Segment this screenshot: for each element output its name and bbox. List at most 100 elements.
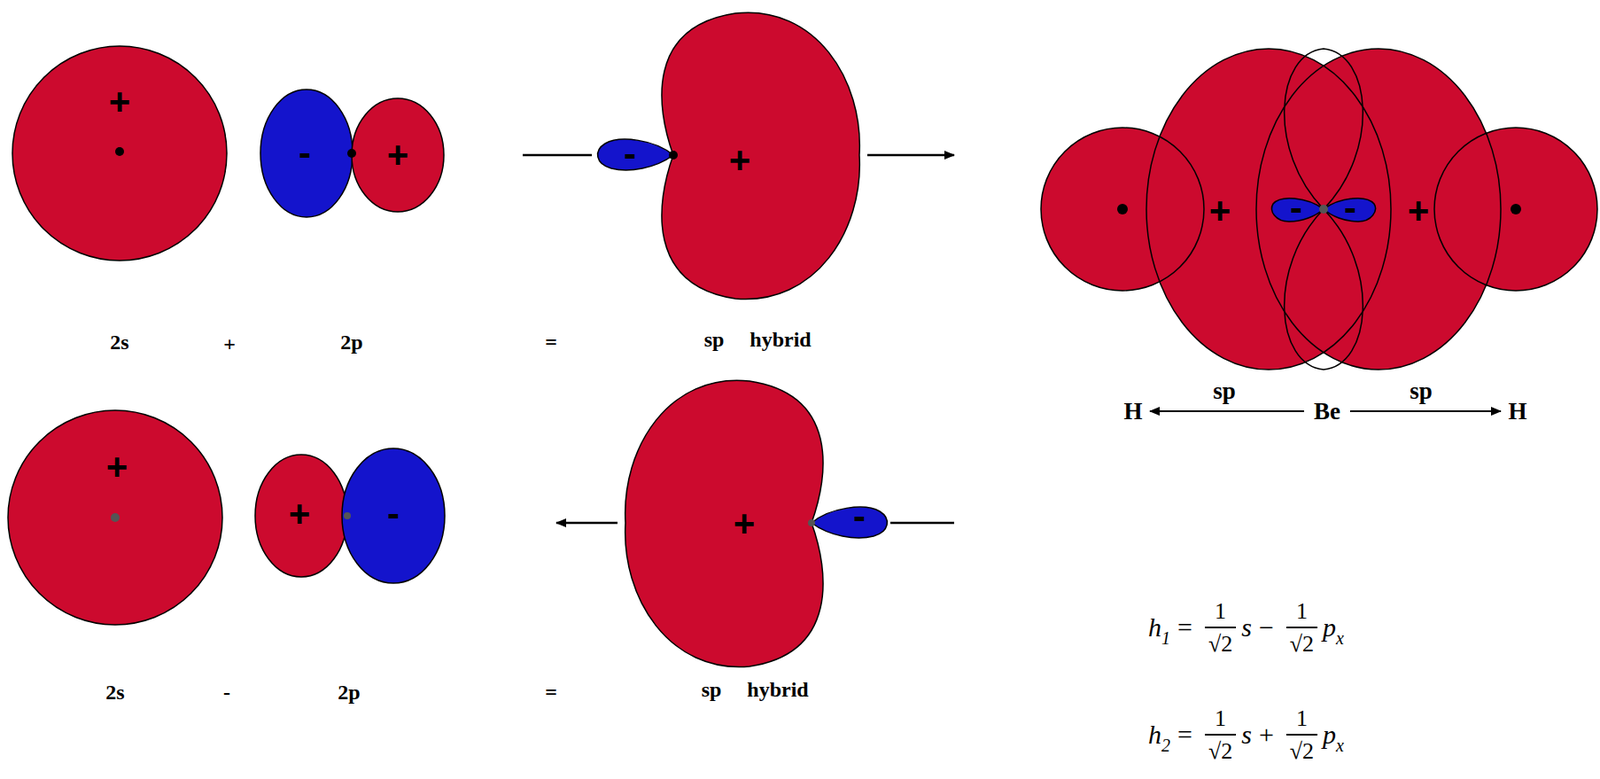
- math-operator: =: [1177, 612, 1193, 643]
- nucleus-dot: [343, 512, 351, 520]
- hybrid-equation: h1=1√2s−1√2px: [1148, 598, 1344, 658]
- phase-sign: +: [288, 495, 311, 533]
- fraction: 1√2: [1204, 705, 1236, 765]
- sp-lobe-outline: [1256, 48, 1501, 370]
- numerator: 1: [1292, 705, 1312, 734]
- phase-sign: +: [729, 141, 752, 179]
- sp-hybrid-orbital: [625, 380, 888, 667]
- orbital-name: 2s: [109, 331, 129, 353]
- p-lobe-negative: [260, 89, 353, 218]
- phase-sign: +: [108, 83, 132, 121]
- denominator: √2: [1204, 626, 1236, 658]
- p-lobe-positive: [255, 454, 348, 577]
- orbital-name: sp: [1212, 379, 1236, 404]
- symbol-group: px: [1322, 719, 1344, 750]
- nucleus-dot: [1319, 204, 1329, 214]
- bond-arrow: [1149, 410, 1305, 412]
- numerator: 1: [1292, 598, 1312, 627]
- sp-hybrid-orbital: [598, 12, 861, 299]
- sp-lobe: [1256, 48, 1501, 370]
- denominator: √2: [1286, 626, 1318, 658]
- symbol-group: px: [1322, 612, 1344, 643]
- s-orbital: [12, 46, 227, 261]
- math-symbol: p: [1322, 612, 1336, 642]
- operator: =: [544, 681, 558, 703]
- phase-sign: -: [1343, 189, 1357, 227]
- beh2-outlines: [1040, 48, 1598, 370]
- sp-lobe-outline: [1146, 48, 1391, 370]
- direction-arrow: [556, 521, 618, 525]
- s-orbital: [7, 410, 223, 625]
- operator: =: [544, 331, 558, 353]
- math-subscript: 1: [1161, 628, 1171, 648]
- phase-sign: +: [733, 504, 756, 543]
- hybrid-small-lobe: [811, 506, 887, 538]
- numerator: 1: [1211, 598, 1230, 627]
- phase-sign: -: [853, 497, 866, 536]
- p-lobe-negative: [341, 448, 445, 583]
- lens-outline: [1284, 209, 1364, 370]
- direction-arrow: [867, 154, 955, 157]
- axis-line: [890, 521, 955, 525]
- atom-label: H: [1123, 399, 1142, 424]
- orbital-name: sp: [701, 678, 723, 700]
- nucleus-dot: [110, 512, 120, 522]
- p-lobe-positive: [351, 98, 444, 212]
- math-symbol: p: [1322, 719, 1336, 749]
- fraction: 1√2: [1286, 598, 1318, 658]
- math-symbol: s: [1241, 719, 1252, 750]
- math-operator: −: [1258, 612, 1274, 643]
- symbol-group: h2: [1148, 719, 1171, 750]
- orbital-name: hybrid: [746, 678, 808, 700]
- phase-sign: -: [623, 135, 637, 173]
- math-subscript: x: [1335, 628, 1344, 648]
- denominator: √2: [1286, 733, 1318, 765]
- nucleus-dot: [347, 148, 357, 158]
- math-operator: +: [1258, 719, 1274, 750]
- orbital-name: sp: [704, 328, 725, 350]
- beh2-fills: [1040, 48, 1598, 370]
- nucleus-dot: [807, 519, 816, 527]
- fraction: 1√2: [1286, 705, 1318, 765]
- h-1s-outline: [1040, 127, 1204, 291]
- orbital-name: 2p: [337, 681, 360, 703]
- math-subscript: x: [1335, 735, 1344, 755]
- bond-arrow: [1350, 410, 1501, 412]
- operator: +: [223, 333, 236, 355]
- fraction: 1√2: [1204, 598, 1236, 658]
- hybrid-equation: h2=1√2s+1√2px: [1148, 705, 1344, 765]
- orbital-name: hybrid: [749, 328, 811, 350]
- math-operator: =: [1177, 719, 1193, 750]
- math-subscript: 2: [1161, 735, 1171, 755]
- phase-sign: +: [1407, 192, 1430, 230]
- phase-sign: -: [387, 495, 400, 533]
- hybrid-big-lobe: [625, 380, 824, 667]
- orbital-name: sp: [1409, 379, 1433, 404]
- phase-sign: -: [298, 134, 311, 172]
- nucleus-dot: [1117, 203, 1128, 215]
- atom-label: Be: [1313, 399, 1341, 424]
- math-symbol: h: [1148, 719, 1162, 749]
- atom-label: H: [1507, 399, 1527, 424]
- lens-outline: [1284, 48, 1364, 210]
- operator: -: [223, 681, 231, 703]
- orbital-name: 2s: [105, 681, 125, 703]
- h-1s-outline: [1434, 127, 1598, 291]
- hybrid-big-lobe: [661, 12, 860, 299]
- denominator: √2: [1204, 733, 1236, 765]
- numerator: 1: [1211, 705, 1230, 734]
- phase-sign: +: [387, 136, 410, 174]
- nucleus-dot: [668, 150, 678, 160]
- symbol-group: h1: [1148, 612, 1171, 643]
- phase-sign: -: [1289, 189, 1303, 227]
- phase-sign: +: [1209, 192, 1232, 230]
- nucleus-dot: [1510, 203, 1522, 215]
- nucleus-dot: [115, 147, 125, 156]
- orbital-name: 2p: [340, 331, 363, 353]
- phase-sign: +: [106, 448, 129, 486]
- math-symbol: h: [1148, 612, 1162, 642]
- axis-line: [522, 154, 592, 157]
- math-symbol: s: [1241, 612, 1252, 643]
